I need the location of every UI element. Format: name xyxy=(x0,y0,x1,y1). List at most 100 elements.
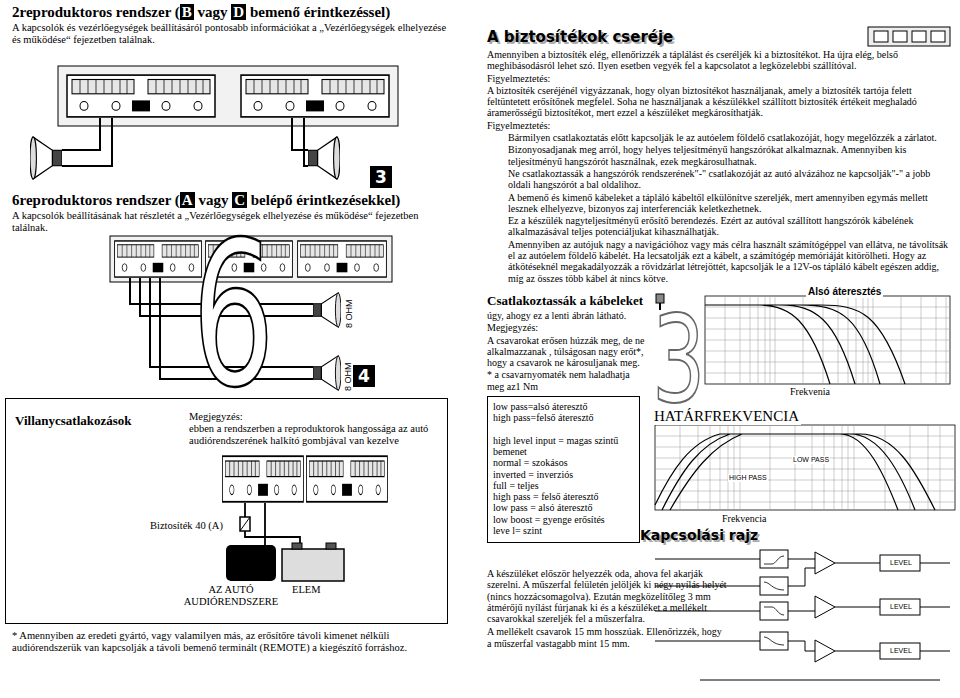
callout-number: 4 xyxy=(353,365,375,387)
glossary-entry: high pass = felső áteresztő xyxy=(493,491,634,502)
section-heading: A biztosítékok cseréje xyxy=(487,28,673,46)
fuse-symbol xyxy=(240,517,250,531)
device-label: AZ AUTÓ AUDIÓRENDSZERE xyxy=(176,584,286,608)
power-wire xyxy=(245,503,300,546)
amplifier-symbol xyxy=(115,241,202,277)
battery-symbol xyxy=(282,549,344,581)
chart-title: Alsó áteresztés xyxy=(806,286,883,298)
filter-block xyxy=(760,550,788,568)
heading-part: vagy xyxy=(195,192,233,208)
warning-item: Bizonyosadjanak meg arról, hogy helyes t… xyxy=(508,144,950,167)
battery-terminal xyxy=(326,543,336,549)
amplifier-housing xyxy=(58,66,398,126)
section-heading: 6reproduktoros rendszer (A vagy C belépő… xyxy=(12,191,457,209)
amplifier-symbol xyxy=(67,75,215,117)
fuse-symbol xyxy=(912,31,926,42)
curve-label: HIGH PASS xyxy=(728,474,768,482)
axis-label: Frekvenia xyxy=(790,386,830,397)
lowpass-chart xyxy=(705,296,950,384)
footnote: * a csavarnyomaték nem haladhatja meg az… xyxy=(487,369,649,392)
glossary-entry: low boost = gyenge erősítés xyxy=(493,514,634,525)
filter-block xyxy=(760,602,788,620)
impedance-label: 8 OHM xyxy=(344,299,354,328)
fuse-label: Biztosíték 40 (A) xyxy=(150,520,223,532)
body-text: A mellékelt csavarok 15 mm hosszúak. Ell… xyxy=(487,626,727,649)
footnote: * Amennyiben az eredeti gyártó, vagy val… xyxy=(12,630,452,654)
fuse-picture xyxy=(868,27,950,46)
warning-item: Bármilyen csatlakoztatás előtt kapcsoljá… xyxy=(508,132,950,143)
filter-block xyxy=(760,577,788,595)
battery-terminal xyxy=(292,543,302,549)
panel-heading: Villanycsatlakozások xyxy=(15,413,185,428)
body-text: A kapcsolók és vezérlőegységek beállítás… xyxy=(12,22,447,46)
body-text: úgy, ahogy ez a lenti ábrán látható. xyxy=(487,310,649,321)
glossary-entry: leve l= szint xyxy=(493,525,634,536)
fuse-symbol xyxy=(874,31,888,42)
chart-title: HATÁRFREKVENCIA xyxy=(652,407,801,425)
boxed-letter: A xyxy=(180,192,195,208)
warning-item: Ne csatlakoztassák a hangszórók rendszer… xyxy=(508,168,950,191)
fuse-symbol xyxy=(240,517,250,531)
heading-part: 6reproduktoros rendszer ( xyxy=(12,192,180,208)
amplifier-symbol xyxy=(298,241,387,277)
section-heading: Csatlakoztassák a kábeleket xyxy=(487,293,643,308)
warning-heading: Figyelmeztetés: xyxy=(487,73,687,84)
response-curve xyxy=(705,305,905,384)
power-wiring-figure xyxy=(223,456,388,581)
glossary-entry: low pass = alsó áteresztő xyxy=(493,502,634,513)
fuse-symbol xyxy=(931,31,945,42)
fuse-symbol xyxy=(893,31,907,42)
callout-box: 4 xyxy=(353,365,375,387)
amplifier-symbol xyxy=(241,75,389,117)
chart-grid xyxy=(705,296,950,384)
boxed-letter: D xyxy=(231,4,246,20)
body-text: A biztosíték cseréjénél vigyázzanak, hog… xyxy=(487,85,942,119)
crossover-chart xyxy=(655,425,955,510)
audio-unit-symbol xyxy=(226,545,276,581)
boxed-letter: C xyxy=(232,192,247,208)
block-label: LEVEL xyxy=(889,559,913,567)
highpass-curve xyxy=(655,434,770,510)
glossary-entry: high level input = magas szintű bemenet xyxy=(493,435,634,458)
lowpass-curve xyxy=(770,434,935,510)
axis-label: Frekvencia xyxy=(722,513,766,524)
note-heading: Megjegyzés: xyxy=(487,322,649,333)
glossary-box: low pass=alsó áteresztőhigh pass=felső á… xyxy=(487,396,640,543)
speaker-group xyxy=(30,137,62,179)
warning-item: Amennyiben az autójuk nagy a navigációho… xyxy=(508,239,950,284)
filter-curve xyxy=(764,556,784,645)
callout-number: 3 xyxy=(370,166,392,188)
speaker-symbol xyxy=(313,356,341,390)
speaker-symbol xyxy=(313,293,341,327)
note-text: ebben a rendszerben a reproduktorok hang… xyxy=(189,423,439,447)
heading-part: bemenő érintkezéssel) xyxy=(246,4,390,20)
block-label: LEVEL xyxy=(889,647,913,655)
chart-frame xyxy=(655,425,955,510)
fuse-holder xyxy=(868,27,950,46)
speaker-symbol xyxy=(308,137,340,179)
glossary-entry: inverted = inverziós xyxy=(493,469,634,480)
amplifier-symbol xyxy=(307,456,388,502)
glossary-entry: low pass=alsó áteresztő xyxy=(493,401,634,412)
warning-item: A bemenő és kimenő kábeleket a tápláló k… xyxy=(508,192,950,215)
level-block xyxy=(880,643,920,659)
impedance-label: 8 OHM xyxy=(343,362,353,391)
figure-number: 3 xyxy=(652,300,705,420)
callout-box: 3 xyxy=(370,166,392,188)
body-text: A csavarokat erősen húzzák meg, de ne al… xyxy=(487,335,649,369)
heading-part: vagy xyxy=(194,4,232,20)
block-label: LEVEL xyxy=(889,603,913,611)
body-text: A készüléket először helyezzék oda, ahov… xyxy=(487,568,727,624)
section-heading: Kapcsolási rajz xyxy=(640,527,758,544)
chart-frame xyxy=(705,296,950,384)
speaker-wire xyxy=(62,118,308,166)
heading-part: belépő érintkezésekkel) xyxy=(247,192,400,208)
level-block xyxy=(880,599,920,615)
glossary-entry: high pass=felső áteresztő xyxy=(493,412,634,423)
curve-label: LOW PASS xyxy=(792,456,830,464)
glossary-entry: normal = szokásos xyxy=(493,457,634,468)
speaker-symbol xyxy=(30,137,62,179)
level-block xyxy=(880,555,920,571)
filter-block xyxy=(760,632,788,650)
amplifier-symbol xyxy=(223,456,304,502)
